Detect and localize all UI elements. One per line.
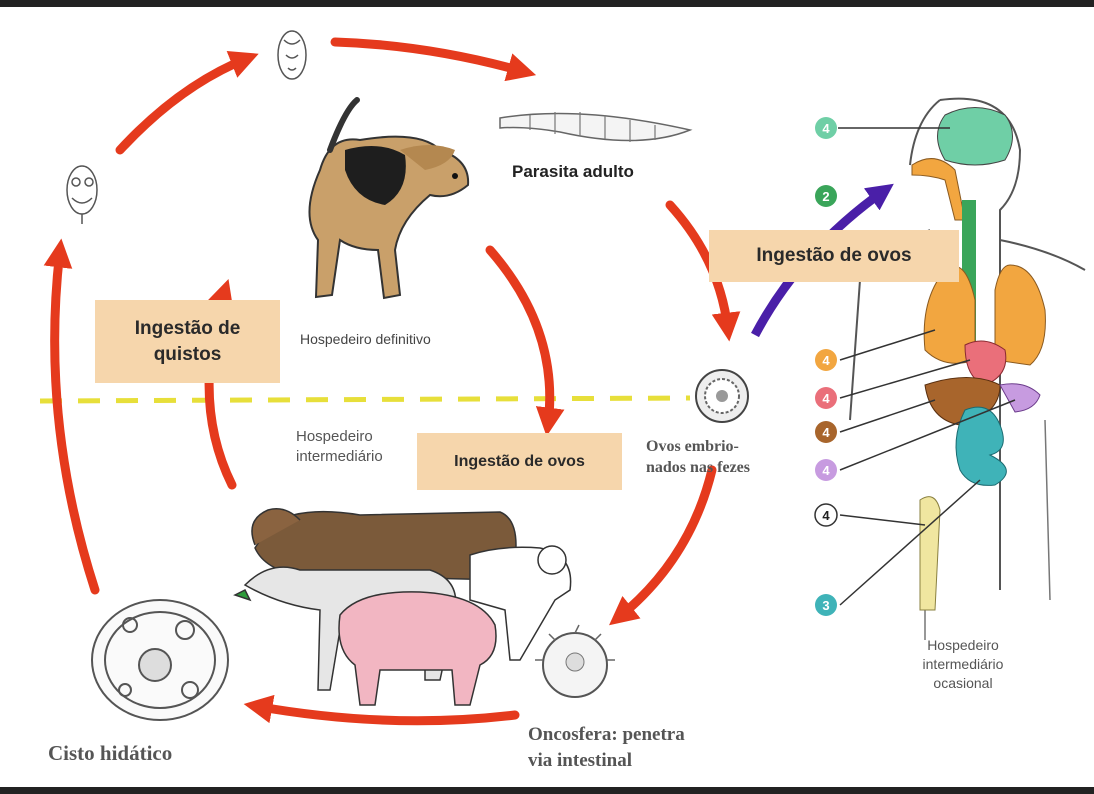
- embryonated-eggs-line2: nados nas fezes: [646, 457, 750, 478]
- hydatid-cyst-icon: [92, 600, 228, 720]
- arrow-oncosphere-to-cyst: [255, 706, 515, 721]
- occasional-host-label: Hospedeiro intermediário ocasional: [898, 636, 1028, 693]
- marker-brain-number: 4: [822, 121, 830, 136]
- human-figure: [850, 99, 1085, 640]
- marker-lungs-number: 4: [822, 353, 830, 368]
- cyst-ingestion-box: Ingestão de quistos: [95, 300, 280, 383]
- intermediate-host-label: Hospedeiro intermediário: [296, 427, 383, 467]
- adult-parasite-label: Parasita adulto: [512, 162, 634, 182]
- occasional-host-line1: Hospedeiro: [898, 636, 1028, 655]
- scolex-icon: [278, 31, 306, 79]
- cyst-ingestion-line2: quistos: [135, 342, 241, 368]
- egg-ingestion-human-box: Ingestão de ovos: [709, 230, 959, 282]
- marker-nasal-number: 2: [822, 189, 829, 204]
- definitive-host-label: Hospedeiro definitivo: [300, 331, 431, 347]
- bottom-border: [0, 787, 1094, 794]
- egg-ingestion-center-box: Ingestão de ovos: [417, 433, 622, 490]
- embryonated-eggs-label: Ovos embrio- nados nas fezes: [646, 436, 750, 478]
- marker-intestine-number: 3: [822, 598, 829, 613]
- top-border: [0, 0, 1094, 7]
- marker-liver-number: 4: [822, 425, 830, 440]
- cyst-ingestion-line1: Ingestão de: [135, 316, 241, 342]
- arrow-protoscolex-to-scolex: [120, 58, 248, 150]
- hydatid-cyst-label: Cisto hidático: [48, 741, 172, 766]
- oncosphere-label: Oncosfera: penetra via intestinal: [528, 722, 685, 774]
- host-divider: [40, 398, 690, 401]
- oncosphere-line1: Oncosfera: penetra: [528, 722, 685, 748]
- livestock-icon: [235, 509, 571, 705]
- egg-icon: [696, 370, 748, 422]
- protoscolex-icon: [67, 166, 97, 224]
- arrow-cyst-to-protoscolex: [55, 250, 95, 590]
- marker-bone-number: 4: [822, 508, 830, 523]
- organ-markers: 4 2 4 4 4 4 4 3: [815, 117, 837, 616]
- intermediate-host-line2: intermediário: [296, 447, 383, 467]
- marker-kidney-number: 4: [822, 463, 830, 478]
- marker-heart-number: 4: [822, 391, 830, 406]
- embryonated-eggs-line1: Ovos embrio-: [646, 436, 750, 457]
- oncosphere-line2: via intestinal: [528, 748, 685, 774]
- intermediate-host-line1: Hospedeiro: [296, 427, 383, 447]
- arrow-eggs-to-oncosphere: [618, 470, 712, 618]
- occasional-host-line3: ocasional: [898, 674, 1028, 693]
- occasional-host-line2: intermediário: [898, 655, 1028, 674]
- arrow-scolex-to-adult: [335, 42, 525, 72]
- adult-tapeworm-icon: [500, 112, 690, 142]
- dog-icon: [309, 100, 468, 298]
- oncosphere-icon: [535, 625, 615, 697]
